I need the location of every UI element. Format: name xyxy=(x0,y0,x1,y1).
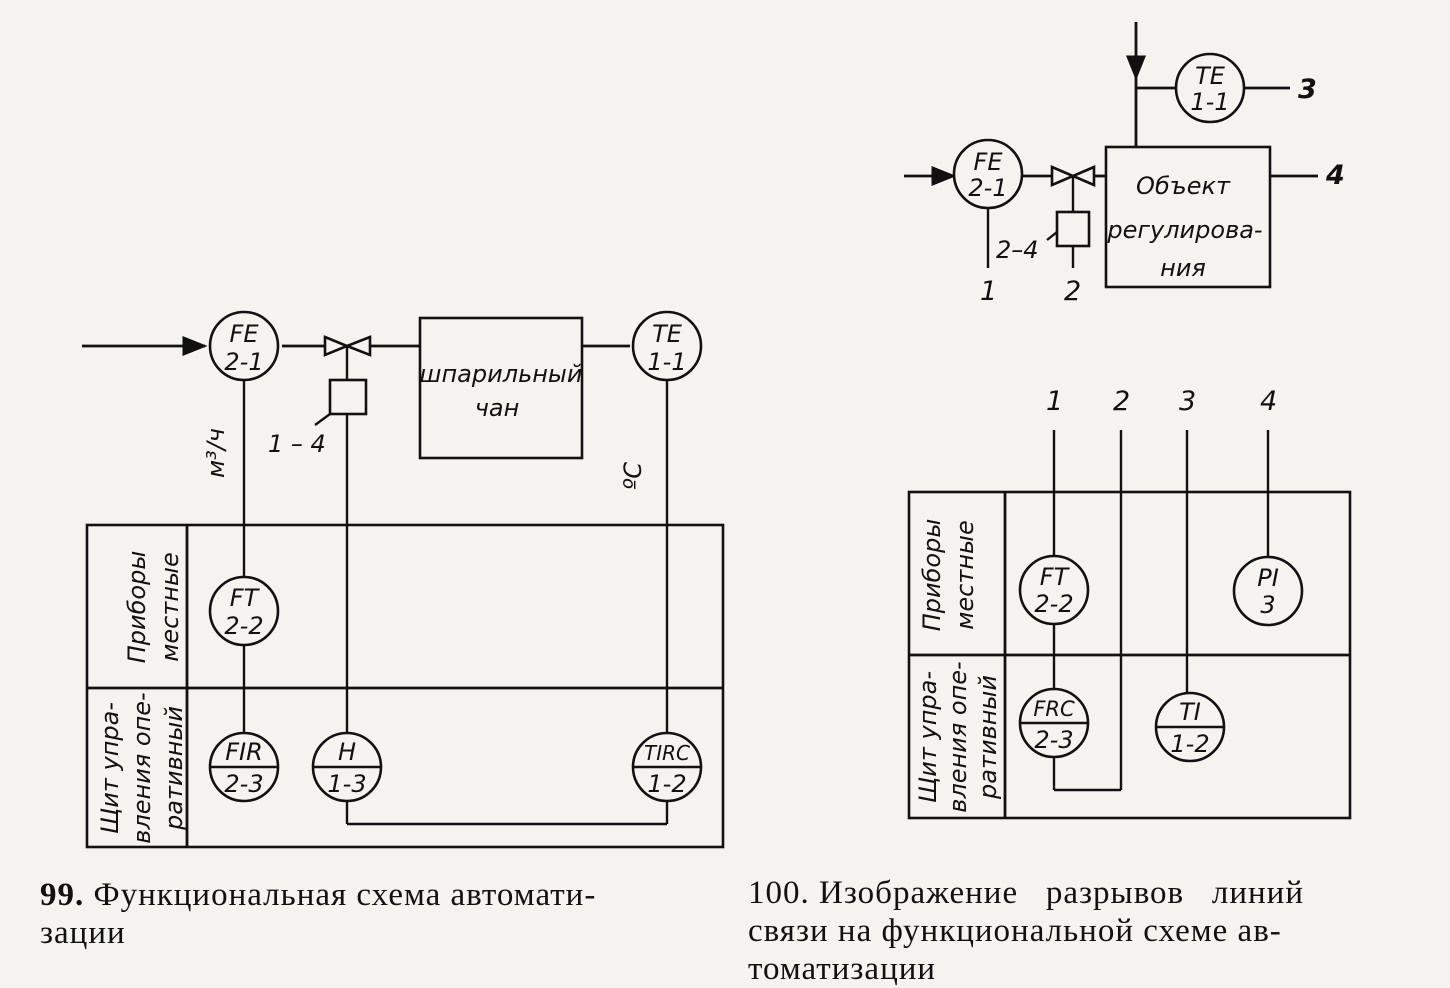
fig100-line-number-1-upper: 1 xyxy=(980,276,997,307)
fig99-caption-line1: 99. Функциональная схема автомати- xyxy=(40,876,720,914)
fig99-control-valve xyxy=(323,335,372,416)
fig100-line-number-4: 4 xyxy=(1260,386,1277,417)
figure-100: 3 4 2–4 1 2 Объект регулирова- ния TE 1-… xyxy=(904,22,1352,820)
fig100-line-number-3-upper: 3 xyxy=(1298,74,1317,105)
fig99-vessel-line2: чан xyxy=(475,394,520,422)
svg-text:PI: PI xyxy=(1257,564,1279,592)
fig99-caption-line2: зации xyxy=(40,915,126,951)
svg-text:TIRC: TIRC xyxy=(644,741,690,765)
fig100-actuator-label: 2–4 xyxy=(996,236,1039,264)
fig99-actuator-label: 1 – 4 xyxy=(268,430,326,458)
fig99-caption-text1: Функциональная схема автомати- xyxy=(93,877,597,913)
svg-text:FE: FE xyxy=(230,320,260,348)
figure-99: 1 – 4 шпарильный чан м³/ч ºС FE 2-1 TE 1… xyxy=(82,310,725,849)
svg-text:2-3: 2-3 xyxy=(224,770,263,798)
svg-text:3: 3 xyxy=(1260,591,1275,619)
fig99-row-local-line2: местные xyxy=(156,552,184,661)
svg-text:2-1: 2-1 xyxy=(968,174,1007,202)
fig100-row-local-line2: местные xyxy=(951,520,979,629)
fig99-actuator xyxy=(328,378,368,416)
fig99-row-panel-line3: ративный xyxy=(160,706,188,831)
fig100-line-number-2-upper: 2 xyxy=(1064,276,1081,307)
fig100-object-line2: регулирова- xyxy=(1106,216,1262,244)
svg-text:FIR: FIR xyxy=(225,738,263,766)
svg-text:FT: FT xyxy=(230,584,261,612)
fig99-caption: 99. Функциональная схема автомати- зации xyxy=(40,876,720,952)
fig100-line-number-4-upper: 4 xyxy=(1325,160,1345,191)
fig100-object-line3: ния xyxy=(1160,254,1206,282)
svg-text:H: H xyxy=(338,738,356,766)
svg-text:1-2: 1-2 xyxy=(647,770,686,798)
svg-text:TE: TE xyxy=(1195,62,1226,90)
fig100-instrument-ti: TI 1-2 xyxy=(1154,691,1226,763)
svg-text:TI: TI xyxy=(1179,698,1201,726)
svg-text:2-1: 2-1 xyxy=(224,348,263,376)
fig100-caption-text1: Изображение разрывов линий xyxy=(819,875,1304,911)
fig99-instrument-fe: FE 2-1 xyxy=(208,310,280,382)
svg-text:1-1: 1-1 xyxy=(1190,88,1229,116)
svg-text:2-2: 2-2 xyxy=(1034,590,1073,618)
fig100-row-panel-line2: вления опе- xyxy=(944,661,972,812)
fig100-instrument-te: TE 1-1 xyxy=(1174,52,1246,124)
fig100-instrument-frc: FRC 2-3 xyxy=(1018,687,1090,759)
fig99-unit-flow: м³/ч xyxy=(202,428,230,478)
fig100-object xyxy=(1104,145,1272,289)
fig100-actuator xyxy=(1055,210,1091,248)
svg-text:1-1: 1-1 xyxy=(647,348,686,376)
svg-text:FE: FE xyxy=(974,148,1004,176)
fig100-caption-line3: томатизации xyxy=(748,951,937,987)
svg-text:2-2: 2-2 xyxy=(224,612,263,640)
fig99-table xyxy=(85,523,725,849)
svg-text:TE: TE xyxy=(652,320,683,348)
fig99-vessel-line1: шпарильный xyxy=(420,360,583,388)
svg-text:FRC: FRC xyxy=(1033,697,1075,721)
fig100-instrument-pi: PI 3 xyxy=(1232,555,1304,627)
fig100-caption: 100. Изображение разрывов линий связи на… xyxy=(748,874,1408,988)
fig99-instrument-te: TE 1-1 xyxy=(631,310,703,382)
fig100-row-panel-line1: Щит упра- xyxy=(914,671,942,803)
svg-text:1-3: 1-3 xyxy=(327,770,366,798)
fig99-row-local-line1: Приборы xyxy=(123,551,151,664)
fig100-instrument-fe: FE 2-1 xyxy=(952,138,1024,210)
fig99-caption-number: 99. xyxy=(40,877,85,913)
fig99-row-panel-line1: Щит упра- xyxy=(96,702,124,834)
svg-text:1-2: 1-2 xyxy=(1170,730,1209,758)
fig99-instrument-tirc: TIRC 1-2 xyxy=(631,731,703,803)
fig99-instrument-ft: FT 2-2 xyxy=(208,575,280,647)
fig99-row-panel-line2: вления опе- xyxy=(128,692,156,843)
svg-text:2-3: 2-3 xyxy=(1034,726,1073,754)
fig100-row-local-line1: Приборы xyxy=(918,519,946,632)
fig100-caption-line2: связи на функциональной схеме ав- xyxy=(748,913,1282,949)
fig99-vessel xyxy=(418,316,584,460)
fig100-object-line1: Объект xyxy=(1136,172,1231,200)
fig100-caption-line1: 100. Изображение разрывов линий xyxy=(748,874,1408,912)
fig99-instrument-fir: FIR 2-3 xyxy=(208,731,280,803)
fig100-control-valve xyxy=(1050,165,1096,268)
fig99-unit-temp: ºС xyxy=(619,462,647,490)
fig100-instrument-ft: FT 2-2 xyxy=(1018,554,1090,626)
fig100-line-number-3: 3 xyxy=(1179,386,1196,417)
fig99-instrument-h: H 1-3 xyxy=(311,731,383,803)
svg-text:FT: FT xyxy=(1040,563,1071,591)
fig100-line-number-2: 2 xyxy=(1113,386,1130,417)
fig100-row-panel-line3: ративный xyxy=(974,675,1002,800)
fig100-caption-number: 100. xyxy=(748,875,810,911)
fig100-line-number-1: 1 xyxy=(1046,386,1063,417)
